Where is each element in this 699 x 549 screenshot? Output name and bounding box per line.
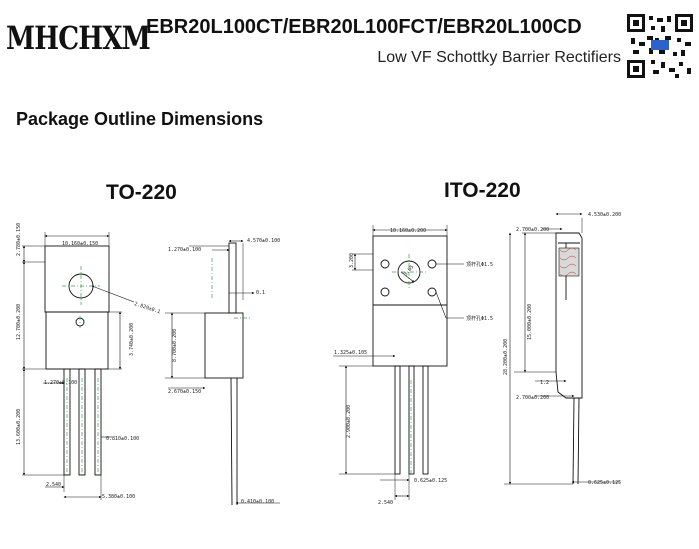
to220-dim-tab: 3.740±0.200 [129, 323, 135, 356]
to220-dim-top-width: 10.160±0.150 [62, 241, 98, 247]
ito220-dim-side-height-1: 15.000±0.200 [527, 304, 533, 340]
page-title: EBR20L100CT/EBR20L100FCT/EBR20L100CD [146, 16, 582, 38]
to220-dim-lead-width: 0.810±0.100 [106, 436, 139, 442]
ito220-dim-top-left: 3.200 [349, 253, 355, 268]
ito220-label: ITO-220 [444, 179, 521, 202]
ito220-dim-pitch: 2.540 [378, 500, 393, 506]
to220-dim-body-height: 12.700±0.200 [16, 304, 22, 340]
to220-dim-span: 5.380±0.100 [102, 494, 135, 500]
qr-code-icon [627, 14, 693, 78]
to220-dim-side-height: 8.700±0.200 [172, 329, 178, 362]
ito220-dim-top-width: 10.160±0.200 [390, 228, 426, 234]
to220-label: TO-220 [106, 181, 177, 204]
to220-dim-lead-thickness: 0.410±0.100 [241, 499, 274, 505]
section-title: Package Outline Dimensions [16, 109, 264, 129]
to220-dim-lead-pitch: 1.270±0.100 [44, 380, 77, 386]
ito220-pin-hole-label-2: 顶杆孔Φ1.5 [466, 315, 493, 322]
ito220-dim-side-top: 2.700±0.200 [516, 227, 549, 233]
to220-dim-lead-length: 13.600±0.200 [16, 409, 22, 445]
ito220-dim-lead-thickness: 0.625±0.125 [588, 480, 621, 486]
ito220-dim-side-gap: 1.2 [540, 380, 549, 386]
ito220-dim-hole: 3.05 [403, 264, 415, 277]
ito220-side-view [504, 218, 583, 485]
ito220-pin-hole-label-1: 顶杆孔Φ1.5 [466, 261, 493, 268]
to220-dim-side-base: 2.670±0.150 [168, 389, 201, 395]
to220-side-view [165, 242, 244, 506]
ito220-dim-side-base: 2.700±0.200 [516, 395, 549, 401]
to220-dim-left-top: 2.780±0.150 [16, 223, 22, 256]
to220-dim-hole: 2.829±0.1 [133, 301, 161, 315]
to220-dim-side-thickness: 4.570±0.100 [247, 238, 280, 244]
ito220-dim-lead-width: 0.625±0.125 [414, 478, 447, 484]
company-logo: MHCHXM [6, 19, 151, 57]
page-subtitle: Low VF Schottky Barrier Rectifiers [377, 49, 621, 66]
to220-dim-pitch: 2.540 [46, 482, 61, 488]
to220-dim-side-gap: 0.1 [256, 290, 265, 296]
ito220-dim-side-height-2: 28.200±0.200 [503, 339, 509, 375]
ito220-dim-lead-length: 2.900±0.200 [346, 405, 352, 438]
ito220-dim-side-pitch: 1.325±0.105 [334, 350, 367, 356]
to220-dim-side-top: 1.270±0.100 [168, 247, 201, 253]
ito220-dim-side-thickness: 4.530±0.200 [588, 212, 621, 218]
